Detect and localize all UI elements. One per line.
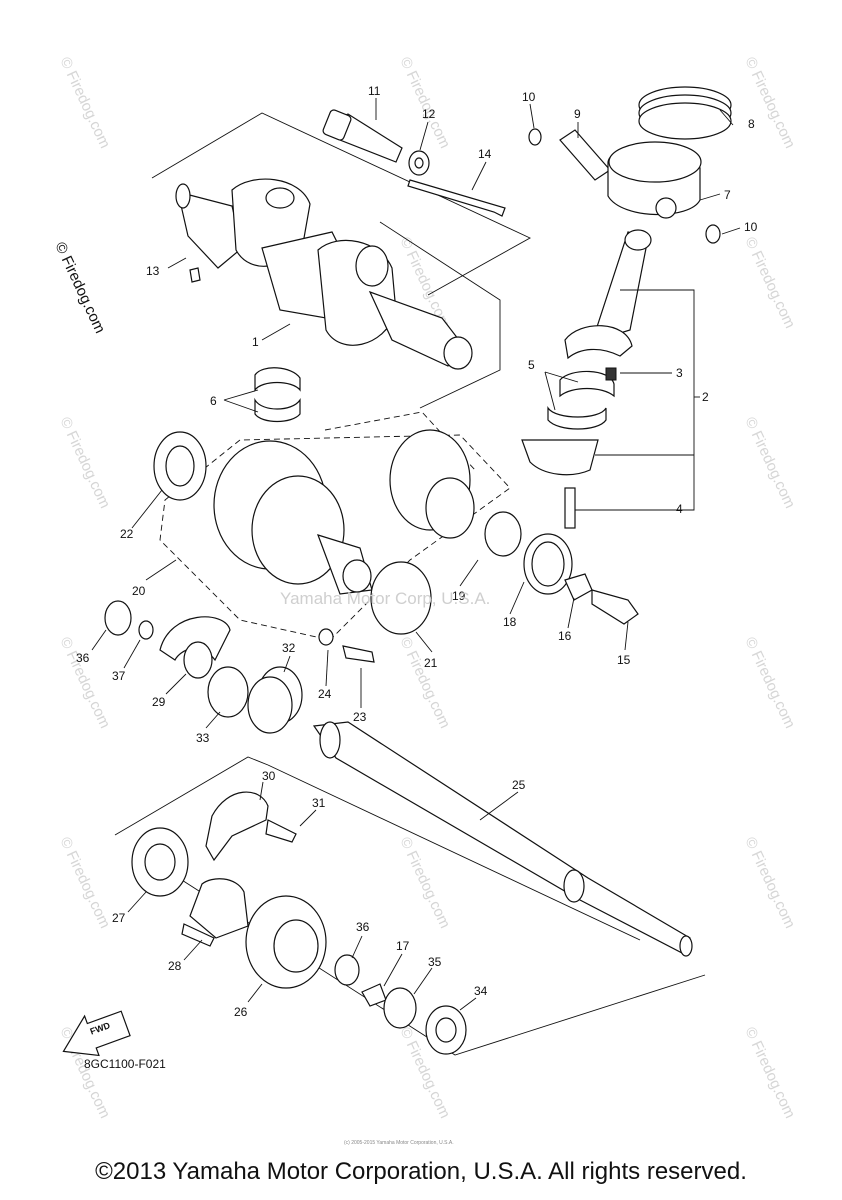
watermark: © Firedog.com (56, 55, 113, 152)
watermark: © Firedog.com (741, 415, 798, 512)
callout-30: 30 (262, 769, 276, 783)
callout-37: 37 (112, 669, 126, 683)
callout-28: 28 (168, 959, 182, 973)
watermark: © Firedog.com (741, 235, 798, 332)
leader-lines (91, 98, 741, 1011)
callout-27: 27 (112, 911, 126, 925)
center-watermark: Yamaha Motor Corp, U.S.A. (280, 589, 490, 608)
callout-16: 16 (558, 629, 572, 643)
callout-18: 18 (503, 615, 517, 629)
callout-13: 13 (146, 264, 160, 278)
watermark: © Firedog.com (56, 635, 113, 732)
callout-6: 6 (210, 394, 217, 408)
callout-7: 7 (724, 188, 731, 202)
callout-36a: 36 (76, 651, 90, 665)
callout-23: 23 (353, 710, 367, 724)
callout-26: 26 (234, 1005, 248, 1019)
callout-20: 20 (132, 584, 146, 598)
callout-36b: 36 (356, 920, 370, 934)
callout-33: 33 (196, 731, 210, 745)
copyright-notice: ©2013 Yamaha Motor Corporation, U.S.A. A… (95, 1158, 747, 1185)
callout-3: 3 (676, 366, 683, 380)
balancer-group (153, 411, 639, 663)
watermark: © Firedog.com (741, 1025, 798, 1122)
callout-22: 22 (120, 527, 134, 541)
callout-11: 11 (368, 84, 381, 98)
main-shaft (312, 721, 693, 957)
callout-32: 32 (282, 641, 296, 655)
crankshaft-group (151, 112, 531, 409)
side-watermark: © Firedog.com (51, 240, 108, 337)
fwd-arrow-icon: FWD (62, 1010, 131, 1057)
watermark: © Firedog.com (741, 55, 798, 152)
callout-15: 15 (617, 653, 631, 667)
callout-2: 2 (702, 390, 709, 404)
callout-29: 29 (152, 695, 166, 709)
watermark: © Firedog.com (741, 635, 798, 732)
left-parts-group (104, 600, 303, 734)
callout-4: 4 (676, 502, 683, 516)
callout-1: 1 (252, 335, 259, 349)
callout-12: 12 (422, 107, 436, 121)
piston-group (528, 86, 732, 244)
bolt-group (322, 109, 506, 217)
callout-34: 34 (474, 984, 488, 998)
callout-24: 24 (318, 687, 332, 701)
crank-bearings (254, 367, 301, 423)
callout-19: 19 (452, 589, 466, 603)
callout-labels: 1 2 3 4 5 6 7 8 9 10 10 11 12 13 14 15 1… (76, 84, 758, 1019)
callout-21: 21 (424, 656, 438, 670)
callout-8: 8 (748, 117, 755, 131)
bottom-parts-group (114, 756, 706, 1056)
small-print: (c) 2005-2015 Yamaha Motor Corporation, … (344, 1140, 454, 1146)
watermark: © Firedog.com (396, 635, 453, 732)
watermark: © Firedog.com (396, 835, 453, 932)
watermark: © Firedog.com (741, 835, 798, 932)
callout-5: 5 (528, 358, 535, 372)
callout-31: 31 (312, 796, 326, 810)
diagram-code: 8GC1100-F021 (84, 1057, 166, 1071)
callout-10a: 10 (522, 90, 536, 104)
callout-35: 35 (428, 955, 442, 969)
connecting-rod-group (521, 229, 700, 529)
callout-9: 9 (574, 107, 581, 121)
callout-10b: 10 (744, 220, 758, 234)
watermark: © Firedog.com (396, 55, 453, 152)
callout-25: 25 (512, 778, 526, 792)
callout-14: 14 (478, 147, 492, 161)
callout-17: 17 (396, 939, 410, 953)
watermark: © Firedog.com (56, 415, 113, 512)
watermark: © Firedog.com (56, 835, 113, 932)
